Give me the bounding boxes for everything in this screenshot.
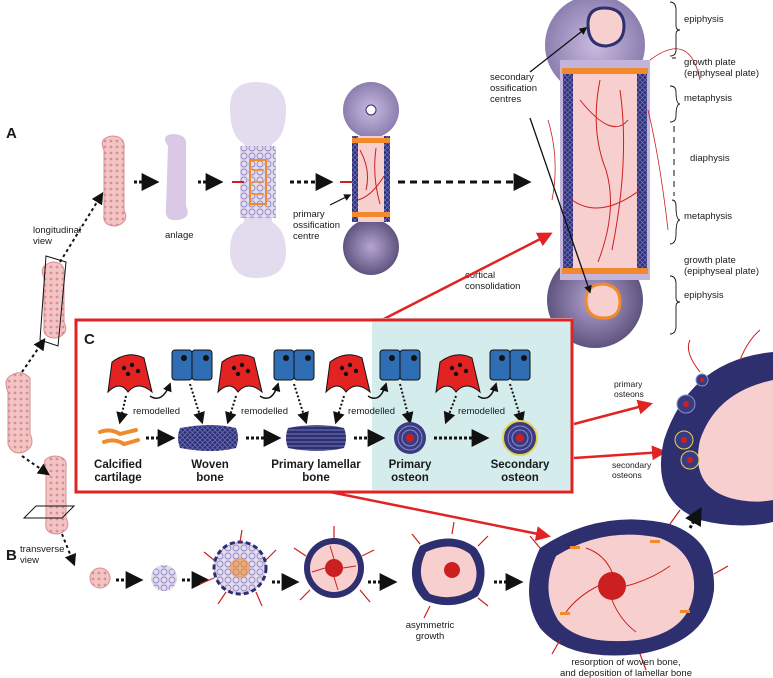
remodelled-label-2: remodelled <box>241 406 288 417</box>
region-labels: epiphysis growth plate(epiphyseal plate)… <box>669 1 759 335</box>
region-metaphysis-bottom: metaphysis <box>684 211 732 222</box>
arrow-start-to-transverse <box>21 455 50 476</box>
secondary-osteon-icon <box>502 420 538 456</box>
hypertrophic-model <box>230 82 286 278</box>
arrow-to-row-b-final <box>329 490 551 541</box>
arrow-b-to-cortex <box>685 506 702 529</box>
primary-osteon-icon <box>394 422 426 454</box>
panel-label-c: C <box>84 331 95 348</box>
longitudinal-plane <box>39 255 67 347</box>
region-epiphysis-top: epiphysis <box>684 14 724 25</box>
osteoclast-icon <box>217 354 263 394</box>
anlage <box>164 134 188 221</box>
osteoclast-icon <box>325 354 371 394</box>
mature-long-bone <box>545 0 701 348</box>
panel-label-b: B <box>6 547 17 564</box>
arrow-start-to-longitudinal <box>21 338 46 373</box>
arrow-cortical-consolidation <box>377 232 553 324</box>
arrow-to-row-a <box>59 191 104 263</box>
transverse-cartilage <box>22 455 76 535</box>
longitudinal-cartilage <box>41 261 67 339</box>
osteoclast-icon <box>435 354 481 394</box>
primary-ossification-bone <box>340 82 399 275</box>
remodelled-label-4: remodelled <box>458 406 505 417</box>
osteoblast-icon <box>489 349 531 381</box>
region-growth-plate-bottom: growth plate(epiphyseal plate) <box>684 255 759 277</box>
osteoblast-icon <box>379 349 421 381</box>
transverse-stage-4 <box>293 526 375 603</box>
cartilage-model-a <box>101 135 127 227</box>
panel-label-a: A <box>6 125 17 142</box>
primary-lamellar-bone-icon <box>286 425 346 451</box>
cartilage-condensation-start <box>5 372 33 454</box>
woven-bone-icon <box>178 425 238 451</box>
arrow-to-primary-osteons <box>573 399 653 426</box>
arrow-secondary-top <box>529 27 588 73</box>
region-growth-plate-top: growth plate(epiphyseal plate) <box>684 57 759 79</box>
region-epiphysis-bottom: epiphysis <box>684 290 724 301</box>
osteoblast-icon <box>171 349 213 381</box>
osteoclast-icon <box>107 354 153 394</box>
region-metaphysis-top: metaphysis <box>684 93 732 104</box>
arrow-primary-ossification <box>329 194 352 206</box>
transverse-stage-5 <box>411 521 489 619</box>
remodelled-label-1: remodelled <box>133 406 180 417</box>
calcified-cartilage-icon <box>98 428 140 447</box>
cortex-detail <box>660 329 773 526</box>
arrow-to-secondary-osteons <box>573 445 667 461</box>
resorption-label: resorption of woven bone,and deposition … <box>560 657 692 678</box>
transverse-stage-3 <box>199 529 277 607</box>
anlage-label: anlage <box>165 230 194 241</box>
arrow-to-row-b <box>61 533 77 567</box>
arrow-secondary-bottom <box>529 117 592 294</box>
transverse-stage-final <box>529 509 729 671</box>
panel-c: remodelled remodelled remodelled remodel… <box>74 318 574 494</box>
remodelled-label-3: remodelled <box>348 406 395 417</box>
region-diaphysis: diaphysis <box>690 153 730 164</box>
osteoblast-icon <box>273 349 315 381</box>
